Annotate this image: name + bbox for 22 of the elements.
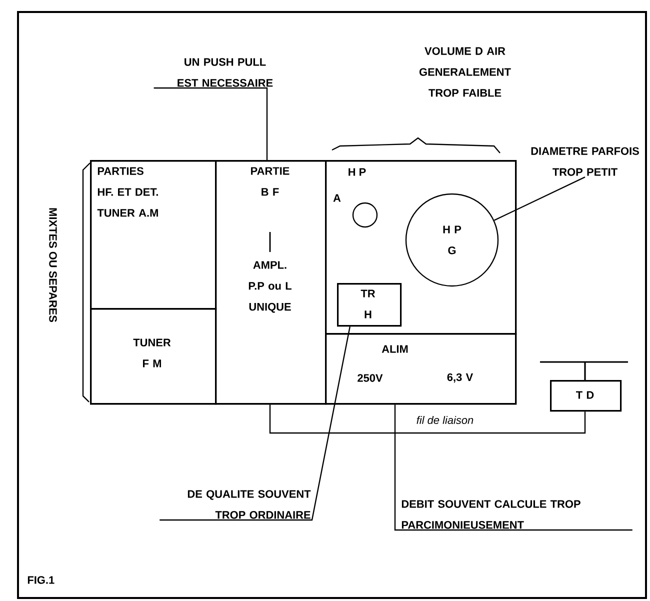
leader-line <box>494 176 586 221</box>
annotation-text: UN PUSH PULL EST NECESSAIRE <box>178 58 273 87</box>
annotation-text: DIAMETRE PARFOIS TROP PETIT <box>531 147 639 176</box>
caption-text: FIG.1 <box>28 576 54 584</box>
annotation-text: VOLUME D AIR GENERALEMENT TROP FAIBLE <box>420 47 511 97</box>
section-box: PARTIES HF. ET DET. TUNER A.M <box>90 160 217 310</box>
section-box: TUNER F M <box>90 308 217 405</box>
annotation-text: DE QUALITE SOUVENT TROP ORDINAIRE <box>188 490 311 519</box>
section-box: ALIM 250V 6,3 V <box>325 332 517 405</box>
section-box: PARTIE B F AMPL. P.P ou L UNIQUE <box>215 160 327 405</box>
leader-line <box>394 404 632 531</box>
wire-line <box>269 404 586 434</box>
leader-line <box>154 87 268 160</box>
section-box <box>325 160 517 335</box>
node-label: H P <box>348 168 366 176</box>
edge-label: fil de liaison <box>414 414 476 426</box>
component-box: T D <box>550 380 622 412</box>
annotation-text: DEBIT SOUVENT CALCULE TROP PARCIMONIEUSEMENT <box>402 500 580 529</box>
side-note: MIXTES OU SEPARES <box>49 208 57 322</box>
node-label: A <box>333 194 341 202</box>
leader-line <box>160 326 351 521</box>
transformer-box: TR H <box>337 282 402 327</box>
